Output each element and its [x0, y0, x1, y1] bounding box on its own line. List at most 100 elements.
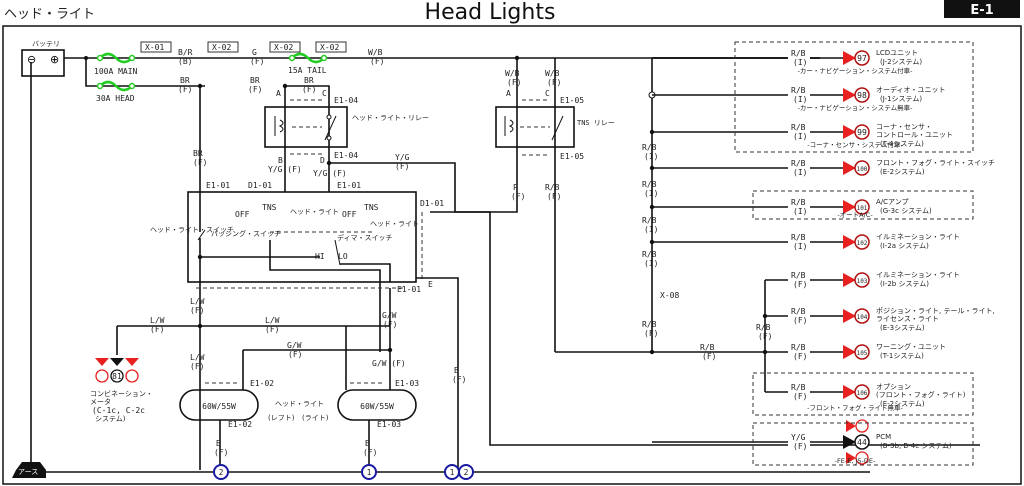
head-light-left: [179, 389, 259, 421]
component-ref: 97: [857, 54, 867, 63]
svg-text:D: D: [320, 156, 325, 165]
svg-text:コントロール・ユニット: コントロール・ユニット: [876, 131, 953, 139]
svg-text:ライセンス・ライト: ライセンス・ライト: [876, 315, 939, 323]
svg-text:(I): (I): [644, 152, 658, 161]
svg-text:(F): (F): [511, 192, 525, 201]
svg-text:E1-03: E1-03: [395, 379, 419, 388]
component-name: フロント・フォグ・ライト・スイッチ: [876, 158, 995, 167]
connector-arrow-icon: [843, 51, 856, 65]
component-ref: 105: [857, 350, 868, 357]
component-ref: 103: [857, 278, 868, 285]
svg-text:E1-01: E1-01: [397, 285, 421, 294]
svg-text:(F): (F): [193, 158, 207, 167]
component-system: (J-2システム): [880, 58, 922, 66]
wire-code: (I): [793, 95, 807, 104]
component-name: LCDユニット: [876, 49, 918, 57]
ground-point-2b: 2: [458, 464, 474, 480]
wire-code: (F): [793, 442, 807, 451]
component-row-99: R/B(I)99コーナ・センサ・コントロール・ユニット(T-4システム)-コーナ…: [649, 123, 953, 149]
group-label: -カー・ナビゲーション・システム付車-: [798, 66, 914, 75]
connector-arrow-icon: [843, 200, 856, 214]
component-system: (B-3b, B-4c システム): [880, 442, 952, 450]
svg-text:1: 1: [367, 468, 372, 477]
svg-text:(レフト): (レフト): [268, 414, 295, 422]
connector-x02-c: [315, 41, 347, 53]
svg-text:R/B: R/B: [642, 216, 657, 225]
wire-color: Y/G: [791, 433, 806, 442]
fuse-100a-main: 100A MAIN: [94, 52, 138, 76]
option-group-box: [734, 41, 974, 153]
component-system: (T-1システム): [880, 352, 924, 360]
svg-text:(F): (F): [214, 448, 228, 457]
svg-text:(F): (F): [644, 329, 658, 338]
group-label: -カー・ナビゲーション・システム無車-: [798, 103, 914, 112]
svg-text:パッシング・スイッチ: パッシング・スイッチ: [211, 229, 281, 238]
component-ref: 101: [857, 205, 868, 212]
svg-text:(F): (F): [190, 362, 204, 371]
svg-text:W/B: W/B: [505, 69, 520, 78]
component-ref: 98: [857, 91, 867, 100]
svg-text:(F): (F): [452, 375, 466, 384]
battery: [21, 49, 65, 77]
wire-color: R/B: [791, 86, 806, 95]
component-name: イルミネーション・ライト: [876, 271, 960, 279]
svg-text:E1-01: E1-01: [337, 181, 361, 190]
wire-color: R/B: [791, 49, 806, 58]
svg-text:E1-01: E1-01: [206, 181, 230, 190]
svg-text:BR: BR: [193, 149, 203, 158]
connector-arrow-icon: [843, 385, 856, 399]
svg-text:G/W: G/W: [287, 341, 302, 350]
component-name: オプション: [876, 383, 911, 391]
svg-text:W/B: W/B: [545, 69, 560, 78]
svg-text:C: C: [322, 89, 327, 98]
component-name: A/Cアンプ: [876, 198, 909, 206]
svg-text:ヘッド・ライト・スイッチ: ヘッド・ライト・スイッチ: [150, 226, 234, 234]
svg-text:BR: BR: [250, 76, 260, 85]
group-label: -フロント・フォグ・ライト無車-: [807, 403, 903, 412]
svg-text:R/B: R/B: [642, 180, 657, 189]
svg-text:システム): システム): [95, 415, 126, 423]
component-system: (I-2b システム): [880, 280, 929, 288]
component-name: オーディオ・ユニット: [876, 85, 946, 94]
wire-color: R/B: [791, 307, 806, 316]
svg-text:P: P: [513, 183, 518, 192]
component-system: (E-3システム): [880, 324, 925, 332]
svg-text:L/W: L/W: [190, 353, 205, 362]
svg-text:(F): (F): [547, 192, 561, 201]
component-system: (J-1システム): [880, 95, 922, 103]
wire-code: (F): [793, 280, 807, 289]
wire-code: (F): [793, 392, 807, 401]
svg-text:G/W (F): G/W (F): [372, 359, 406, 368]
svg-text:ヘッド・ライト: ヘッド・ライト: [275, 400, 324, 408]
svg-text:(F): (F): [190, 306, 204, 315]
tns-relay: [495, 106, 575, 148]
svg-text:(F): (F): [507, 78, 521, 87]
svg-text:ディマ・スイッチ: ディマ・スイッチ: [337, 233, 393, 242]
svg-text:アース: アース: [18, 468, 38, 476]
component-name: ワーニング・ユニット: [876, 342, 946, 351]
svg-text:C: C: [545, 89, 550, 98]
svg-text:R/B: R/B: [642, 250, 657, 259]
svg-text:D1-01: D1-01: [420, 199, 444, 208]
ground-icon: アース: [12, 462, 46, 478]
group-label: -FE-E, J5-DE-: [835, 457, 876, 465]
svg-text:(F): (F): [178, 85, 192, 94]
combination-meter-connector: 81: [95, 358, 139, 383]
svg-text:(F): (F): [758, 332, 772, 341]
battery-neg-icon: ⊖: [27, 53, 36, 66]
connector-arrow-icon: [843, 125, 856, 139]
svg-text:R/B: R/B: [756, 323, 771, 332]
wire-code: (I): [793, 207, 807, 216]
svg-text:E1-05: E1-05: [560, 96, 584, 105]
svg-text:W/B: W/B: [368, 48, 383, 57]
svg-text:E: E: [428, 280, 433, 289]
svg-text:(F): (F): [302, 85, 316, 94]
svg-text:BR: BR: [304, 76, 314, 85]
connector-x02: [207, 41, 239, 53]
component-row-97: R/B(I)97LCDユニット(J-2システム)-カー・ナビゲーション・システム…: [652, 49, 922, 75]
svg-text:X-02: X-02: [320, 43, 339, 52]
